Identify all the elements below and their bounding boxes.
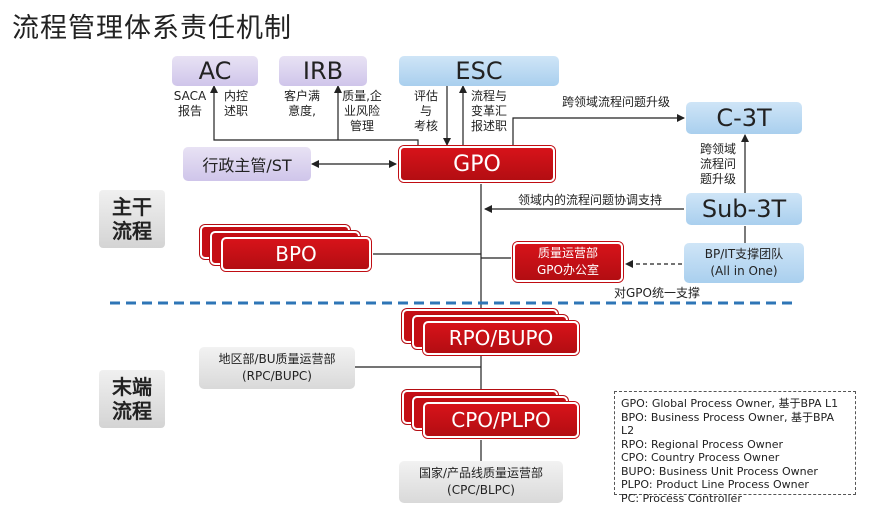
irb-label: IRB [302, 57, 344, 85]
legend-box: GPO: Global Process Owner, 基于BPA L1 BPO:… [614, 391, 856, 505]
country-quality-box: 国家/产品线质量运营部 (CPC/BLPC) [399, 461, 563, 503]
page-title: 流程管理体系责任机制 [12, 13, 292, 44]
end-process-label: 末端流程 [99, 370, 165, 428]
region-quality-box: 地区部/BU质量运营部 (RPC/BUPC) [199, 347, 355, 389]
region-quality-line2: (RPC/BUPC) [242, 369, 312, 383]
cross-domain-upgrade-label: 跨领域流程问题升级 [562, 95, 671, 109]
trunk-process-label: 主干流程 [99, 190, 165, 248]
region-quality-line1: 地区部/BU质量运营部 [218, 352, 336, 366]
quality-risk-label: 质量,企业风险管理 [342, 89, 382, 133]
legend-item: CPO: Country Process Owner [621, 451, 780, 464]
internal-control-label: 内控述职 [223, 89, 248, 118]
gpo-unified-support-label: 对GPO统一支撑 [614, 286, 700, 300]
quality-office-line1: 质量运营部 [537, 246, 598, 260]
quality-office-box: 质量运营部 GPO办公室 [513, 242, 623, 282]
ac-label: AC [198, 57, 232, 85]
admin-st-box: 行政主管/ST [183, 147, 311, 181]
bp-it-team-line2: (All in One) [710, 264, 778, 278]
irb-box: IRB [279, 56, 367, 86]
rpo-bupo-label: RPO/BUPO [448, 326, 554, 350]
ac-box: AC [172, 56, 258, 86]
esc-box: ESC [399, 56, 559, 86]
legend-item: RPO: Regional Process Owner [621, 437, 784, 451]
sub3t-label: Sub-3T [701, 195, 787, 223]
legend-item: PLPO: Product Line Process Owner [621, 478, 809, 491]
bp-it-team-box: BP/IT支撑团队 (All in One) [684, 243, 804, 283]
country-quality-line1: 国家/产品线质量运营部 [418, 466, 544, 480]
c3t-box: C-3T [686, 102, 802, 134]
gpo-label: GPO [453, 151, 501, 177]
esc-label: ESC [455, 57, 503, 85]
admin-st-label: 行政主管/ST [202, 156, 292, 175]
sub3t-box: Sub-3T [686, 193, 802, 225]
legend-item: BPO: Business Process Owner, 基于BPA L2 [621, 410, 834, 438]
bp-it-team-line1: BP/IT支撑团队 [704, 247, 784, 261]
evaluation-label: 评估与考核 [413, 89, 438, 133]
legend-item: PC: Process Controller [621, 491, 742, 505]
legend-item: BUPO: Business Unit Process Owner [621, 464, 818, 478]
quality-office-line2: GPO办公室 [537, 263, 599, 277]
bpo-box: BPO [221, 237, 371, 271]
in-domain-support-label: 领域内的流程问题协调支持 [518, 193, 663, 207]
legend-item: GPO: Global Process Owner, 基于BPA L1 [621, 397, 839, 410]
cross-domain-vertical-label: 跨领域流程问题升级 [699, 142, 736, 186]
cpo-plpo-label: CPO/PLPO [451, 408, 551, 432]
customer-satisfaction-label: 客户满意度, [283, 89, 320, 118]
rpo-bupo-box: RPO/BUPO [423, 321, 579, 355]
country-quality-line2: (CPC/BLPC) [447, 483, 515, 497]
cpo-plpo-box: CPO/PLPO [423, 402, 579, 438]
c3t-label: C-3T [716, 104, 772, 132]
bpo-label: BPO [275, 242, 317, 266]
gpo-box: GPO [399, 146, 555, 182]
process-report-label: 流程与变革汇报述职 [470, 89, 507, 133]
